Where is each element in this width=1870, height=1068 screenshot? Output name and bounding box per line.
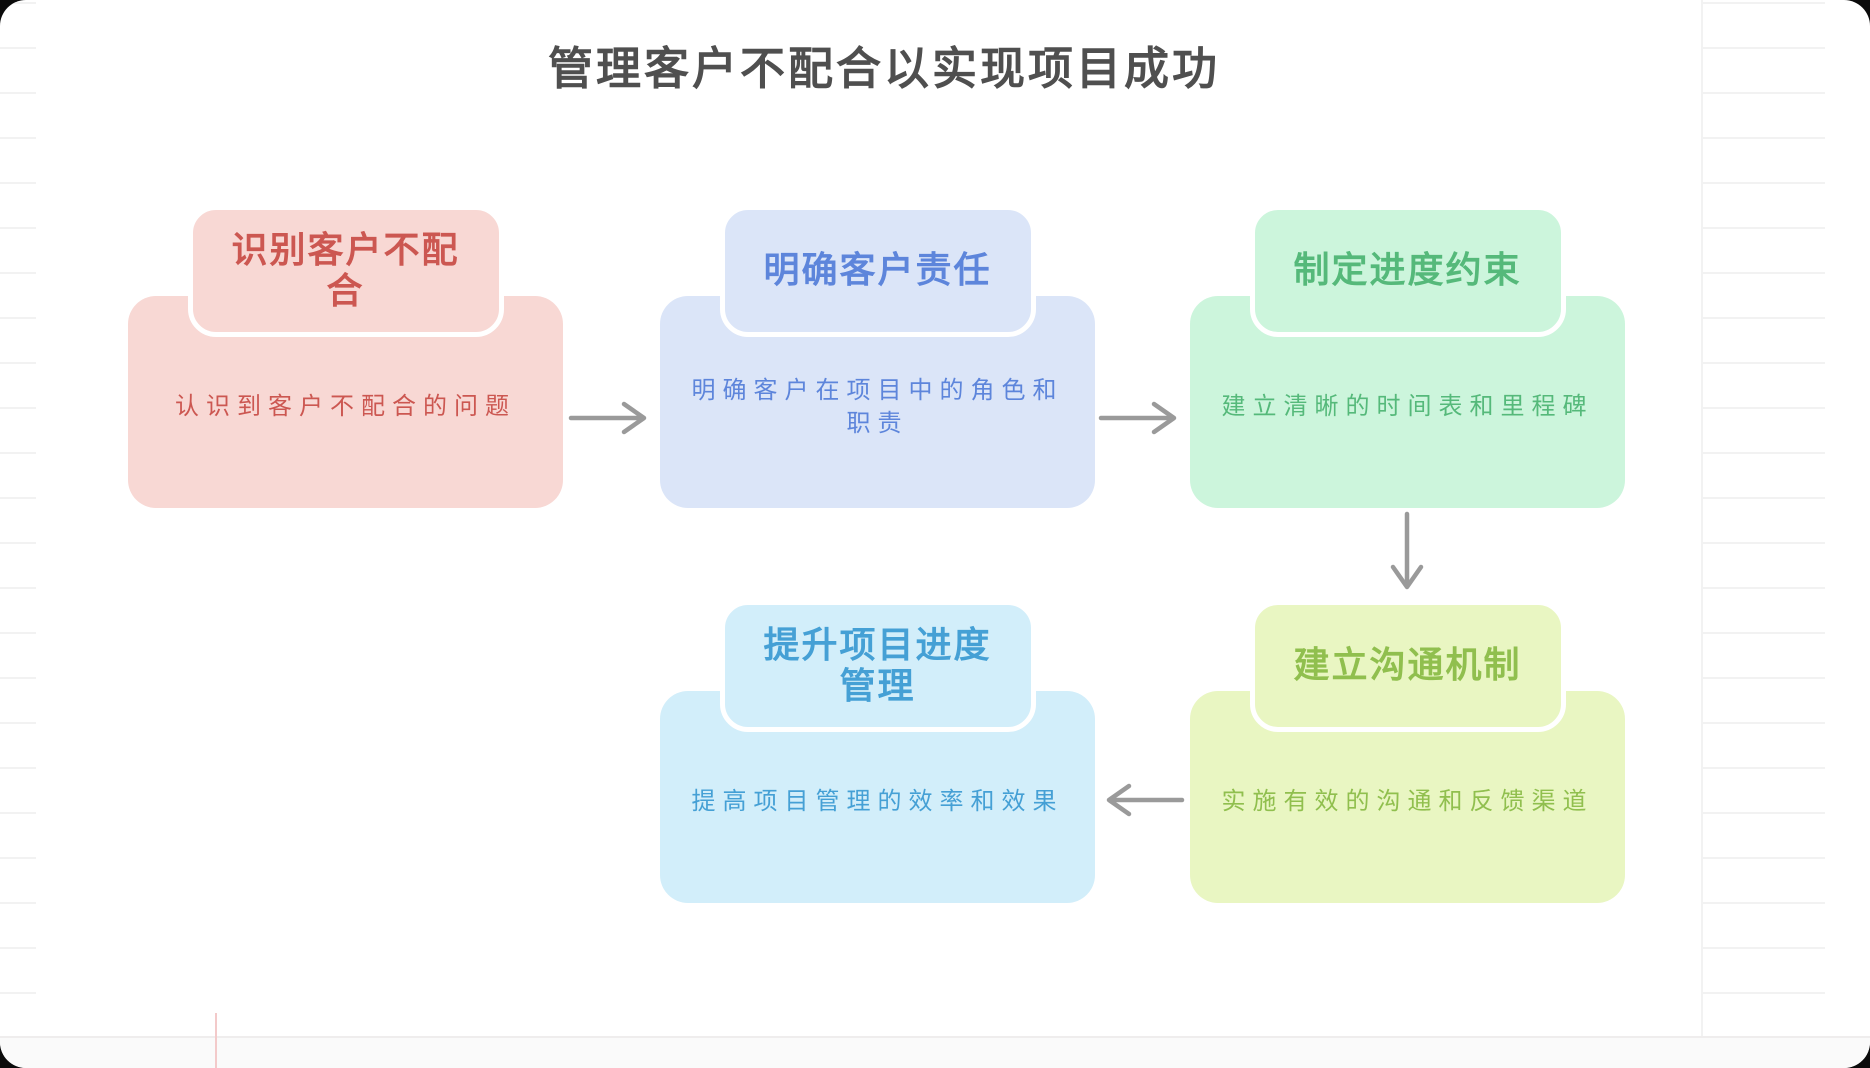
node-clarify-responsibility[interactable]: 明确客户在项目中的角色和职责 明确客户责任 bbox=[660, 205, 1095, 508]
node-title: 建立沟通机制 bbox=[1249, 600, 1566, 732]
down-arrow bbox=[1389, 510, 1425, 596]
node-communication-mechanism[interactable]: 实施有效的沟通和反馈渠道 建立沟通机制 bbox=[1190, 600, 1625, 903]
right-arrow-2 bbox=[1097, 400, 1183, 436]
bottom-divider bbox=[0, 1036, 1870, 1068]
node-title: 识别客户不配合 bbox=[187, 205, 504, 337]
left-arrow bbox=[1100, 782, 1186, 818]
grid-line-pink bbox=[215, 1013, 217, 1068]
node-schedule-constraints[interactable]: 建立清晰的时间表和里程碑 制定进度约束 bbox=[1190, 205, 1625, 508]
grid-vline-right bbox=[1701, 0, 1703, 1037]
right-arrow-1 bbox=[567, 400, 653, 436]
node-title: 明确客户责任 bbox=[719, 205, 1036, 337]
ruled-lines-left bbox=[0, 2, 36, 994]
node-improve-schedule-management[interactable]: 提高项目管理的效率和效果 提升项目进度管理 bbox=[660, 600, 1095, 903]
node-identify-noncooperation[interactable]: 认识到客户不配合的问题 识别客户不配合 bbox=[128, 205, 563, 508]
diagram-title: 管理客户不配合以实现项目成功 bbox=[547, 44, 1221, 94]
ruled-lines-right bbox=[1703, 2, 1825, 994]
node-title: 提升项目进度管理 bbox=[719, 600, 1036, 732]
node-title: 制定进度约束 bbox=[1249, 205, 1566, 337]
